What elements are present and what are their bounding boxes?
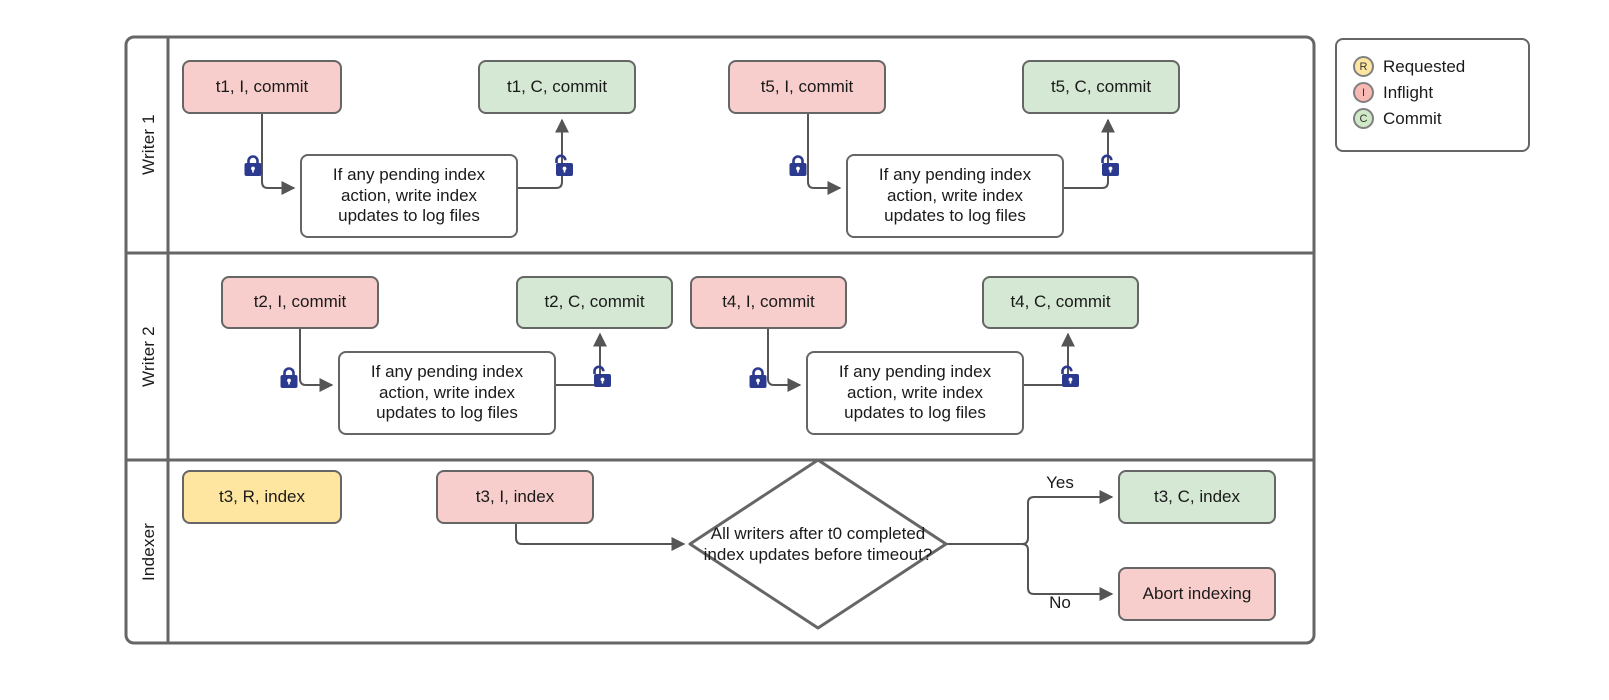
edge-label-no: No <box>1049 593 1071 612</box>
edge-label-yes: Yes <box>1046 473 1074 492</box>
decision-label: All writers after t0 completed index upd… <box>703 523 933 564</box>
writer1-connectors <box>261 114 1115 195</box>
legend-item-commit: C Commit <box>1353 108 1442 129</box>
decision-diamond <box>688 458 948 630</box>
node-ix-t3-inflight[interactable]: t3, I, index <box>436 470 594 524</box>
lane-label-writer1: Writer 1 <box>139 114 158 176</box>
node-ix-abort[interactable]: Abort indexing <box>1118 567 1276 621</box>
w1-lock-a-icon <box>244 155 262 176</box>
legend-commit-icon: C <box>1353 108 1374 129</box>
node-w2-t4-inflight[interactable]: t4, I, commit <box>690 276 847 329</box>
indexer-connectors <box>515 490 1114 601</box>
legend-commit-label: Commit <box>1383 108 1442 128</box>
legend-inflight-icon: I <box>1353 82 1374 103</box>
node-w1-t5-commit[interactable]: t5, C, commit <box>1022 60 1180 114</box>
legend-requested-label: Requested <box>1383 56 1466 76</box>
w1-lock-b-icon <box>789 155 807 176</box>
node-w1-process-a[interactable]: If any pending index action, write index… <box>300 154 518 238</box>
node-w2-process-a[interactable]: If any pending index action, write index… <box>338 351 556 435</box>
w1-unlock-b-icon <box>1101 154 1119 176</box>
node-w1-t1-inflight[interactable]: t1, I, commit <box>182 60 342 114</box>
w2-lock-b-icon <box>749 367 767 388</box>
node-w1-t1-commit[interactable]: t1, C, commit <box>478 60 636 114</box>
node-w1-process-b[interactable]: If any pending index action, write index… <box>846 154 1064 238</box>
node-w2-t2-commit[interactable]: t2, C, commit <box>516 276 673 329</box>
lock-icons-group <box>244 154 1119 388</box>
node-ix-t3-commit[interactable]: t3, C, index <box>1118 470 1276 524</box>
lane-label-indexer: Indexer <box>139 522 158 581</box>
w1-unlock-a-icon <box>555 154 573 176</box>
legend-inflight-label: Inflight <box>1383 82 1434 102</box>
node-w1-t5-inflight[interactable]: t5, I, commit <box>728 60 886 114</box>
w2-lock-a-icon <box>280 367 298 388</box>
w2-unlock-b-icon <box>1061 365 1079 387</box>
legend-item-inflight: I Inflight <box>1353 82 1433 103</box>
w2-unlock-a-icon <box>593 365 611 387</box>
node-ix-t3-requested[interactable]: t3, R, index <box>182 470 342 524</box>
legend-requested-icon: R <box>1353 56 1374 77</box>
node-w2-t2-inflight[interactable]: t2, I, commit <box>221 276 379 329</box>
node-w2-t4-commit[interactable]: t4, C, commit <box>982 276 1139 329</box>
lane-label-writer2: Writer 2 <box>139 326 158 387</box>
node-w2-process-b[interactable]: If any pending index action, write index… <box>806 351 1024 435</box>
legend-item-requested: R Requested <box>1353 56 1465 77</box>
